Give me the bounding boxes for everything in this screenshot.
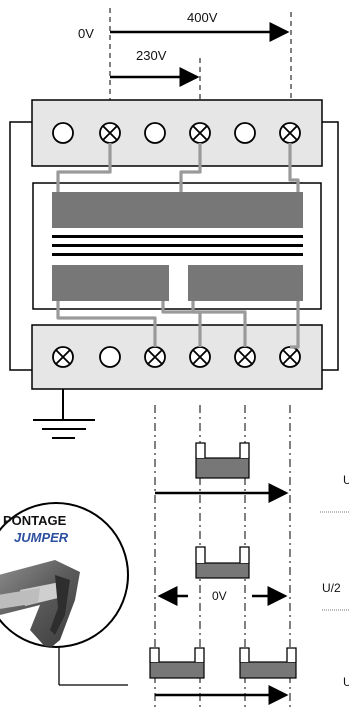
top-terminal-4[interactable] [189, 122, 211, 144]
label-230v: 230V [136, 48, 167, 63]
core-lamination-2 [52, 244, 303, 247]
label-config-2-partial: U/2 [322, 581, 341, 595]
label-0v-top: 0V [78, 26, 94, 41]
bottom-terminal-2[interactable] [99, 346, 121, 368]
jumper-config-3-left [149, 647, 205, 679]
wire-primary-230v [179, 143, 202, 192]
top-terminal-2[interactable] [99, 122, 121, 144]
bottom-terminal-3[interactable] [144, 346, 166, 368]
jumper-photo [0, 560, 80, 647]
top-terminal-5[interactable] [234, 122, 256, 144]
core-lamination-3 [52, 253, 303, 256]
label-400v: 400V [187, 10, 218, 25]
wire-secondary-d [290, 301, 300, 349]
secondary-winding-left [52, 265, 169, 301]
jumper-badge-line2: JUMPER [14, 530, 69, 545]
bottom-terminal-5[interactable] [234, 346, 256, 368]
bottom-terminal-6[interactable] [279, 346, 301, 368]
ground-icon [33, 389, 95, 439]
wire-secondary-a [56, 301, 157, 347]
wire-secondary-b [161, 301, 202, 347]
jumper-config-2 [195, 546, 250, 579]
jumper-config-3-right [239, 647, 297, 679]
bottom-terminal-4[interactable] [189, 346, 211, 368]
jumper-badge-line1: PONTAGE [3, 513, 67, 528]
primary-winding [52, 192, 303, 228]
bottom-terminal-1[interactable] [52, 346, 74, 368]
core-lamination-1 [52, 235, 303, 238]
wire-primary-0v [56, 143, 112, 192]
top-terminal-6[interactable] [279, 122, 301, 144]
top-terminal-block [31, 99, 323, 167]
secondary-winding-right [188, 265, 303, 301]
label-config-1-partial: U [343, 473, 349, 487]
wire-primary-400v [288, 143, 300, 192]
label-config-3-partial: U [343, 675, 349, 689]
top-terminal-1[interactable] [52, 122, 74, 144]
bottom-terminal-block [31, 324, 323, 390]
jumper-config-1 [195, 442, 250, 479]
top-terminal-3[interactable] [144, 122, 166, 144]
label-0v-mid: 0V [212, 589, 227, 603]
wire-secondary-c [191, 301, 247, 347]
